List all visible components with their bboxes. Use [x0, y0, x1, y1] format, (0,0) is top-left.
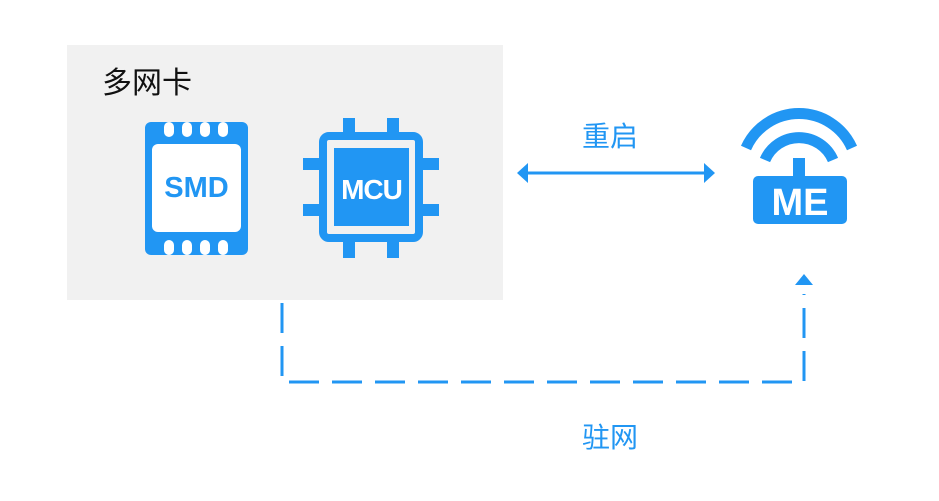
me-label: ME: [772, 182, 829, 224]
smd-label: SMD: [164, 172, 228, 204]
mcu-label: MCU: [341, 174, 402, 205]
mcu-chip-icon: MCU: [303, 118, 439, 258]
smd-chip-icon: SMD: [145, 122, 248, 255]
me-wireless-module-icon: ME: [740, 108, 858, 224]
camp-dashed-path: [280, 274, 813, 384]
restart-label: 重启: [582, 120, 639, 153]
camp-arrowhead: [795, 274, 813, 285]
group-title: 多网卡: [102, 66, 192, 101]
restart-arrow: [517, 163, 715, 183]
camp-label: 驻网: [582, 421, 639, 454]
multi-nic-group: [67, 45, 503, 300]
